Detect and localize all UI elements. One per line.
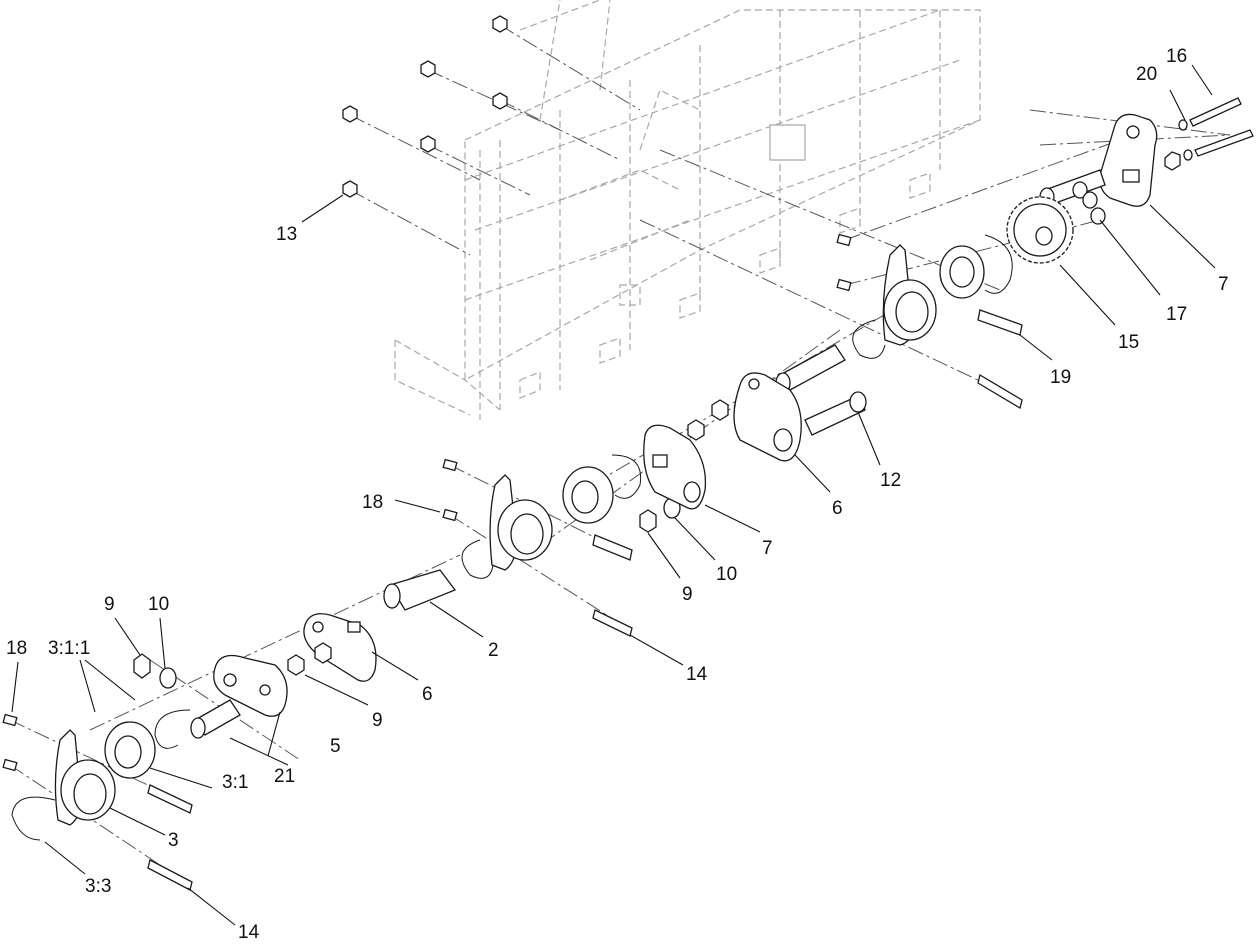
lower-left-assembly bbox=[2, 613, 377, 891]
callout-9-middle: 9 bbox=[682, 584, 693, 605]
callout-labels: 13 16 20 7 17 15 19 12 6 7 10 9 18 2 14 … bbox=[6, 46, 1229, 943]
callout-10-lower: 10 bbox=[148, 594, 169, 615]
callout-3: 3 bbox=[168, 830, 179, 851]
callout-14-middle: 14 bbox=[686, 664, 708, 685]
callout-21: 21 bbox=[274, 766, 295, 787]
callout-17: 17 bbox=[1166, 304, 1187, 325]
callout-7-upper: 7 bbox=[1218, 274, 1229, 295]
callout-20: 20 bbox=[1136, 64, 1157, 85]
upper-right-assembly bbox=[836, 97, 1254, 410]
callout-10-middle: 10 bbox=[716, 564, 737, 585]
leader-lines bbox=[11, 64, 1216, 926]
callout-6-middle: 6 bbox=[832, 498, 843, 519]
callout-13: 13 bbox=[276, 224, 297, 245]
assembly-axes bbox=[9, 24, 1231, 886]
callout-5: 5 bbox=[330, 736, 341, 757]
callout-14-lower: 14 bbox=[238, 922, 260, 943]
callout-12: 12 bbox=[880, 470, 901, 491]
callout-18-middle: 18 bbox=[362, 492, 383, 513]
frame-assembly bbox=[394, 0, 981, 420]
nut-13-group bbox=[342, 15, 508, 198]
callout-3-1-1: 3:1:1 bbox=[48, 638, 90, 659]
callout-15: 15 bbox=[1118, 332, 1139, 353]
callout-2: 2 bbox=[488, 640, 499, 661]
callout-6-lower: 6 bbox=[422, 684, 433, 705]
callout-3-1: 3:1 bbox=[222, 772, 248, 793]
callout-9-lower-right: 9 bbox=[372, 710, 383, 731]
callout-19: 19 bbox=[1050, 367, 1071, 388]
middle-assembly bbox=[383, 344, 867, 637]
callout-9-lower-left: 9 bbox=[104, 594, 115, 615]
callout-18-lower: 18 bbox=[6, 638, 27, 659]
callout-3-3: 3:3 bbox=[85, 876, 111, 897]
callout-7-middle: 7 bbox=[762, 538, 773, 559]
callout-16: 16 bbox=[1166, 46, 1187, 67]
